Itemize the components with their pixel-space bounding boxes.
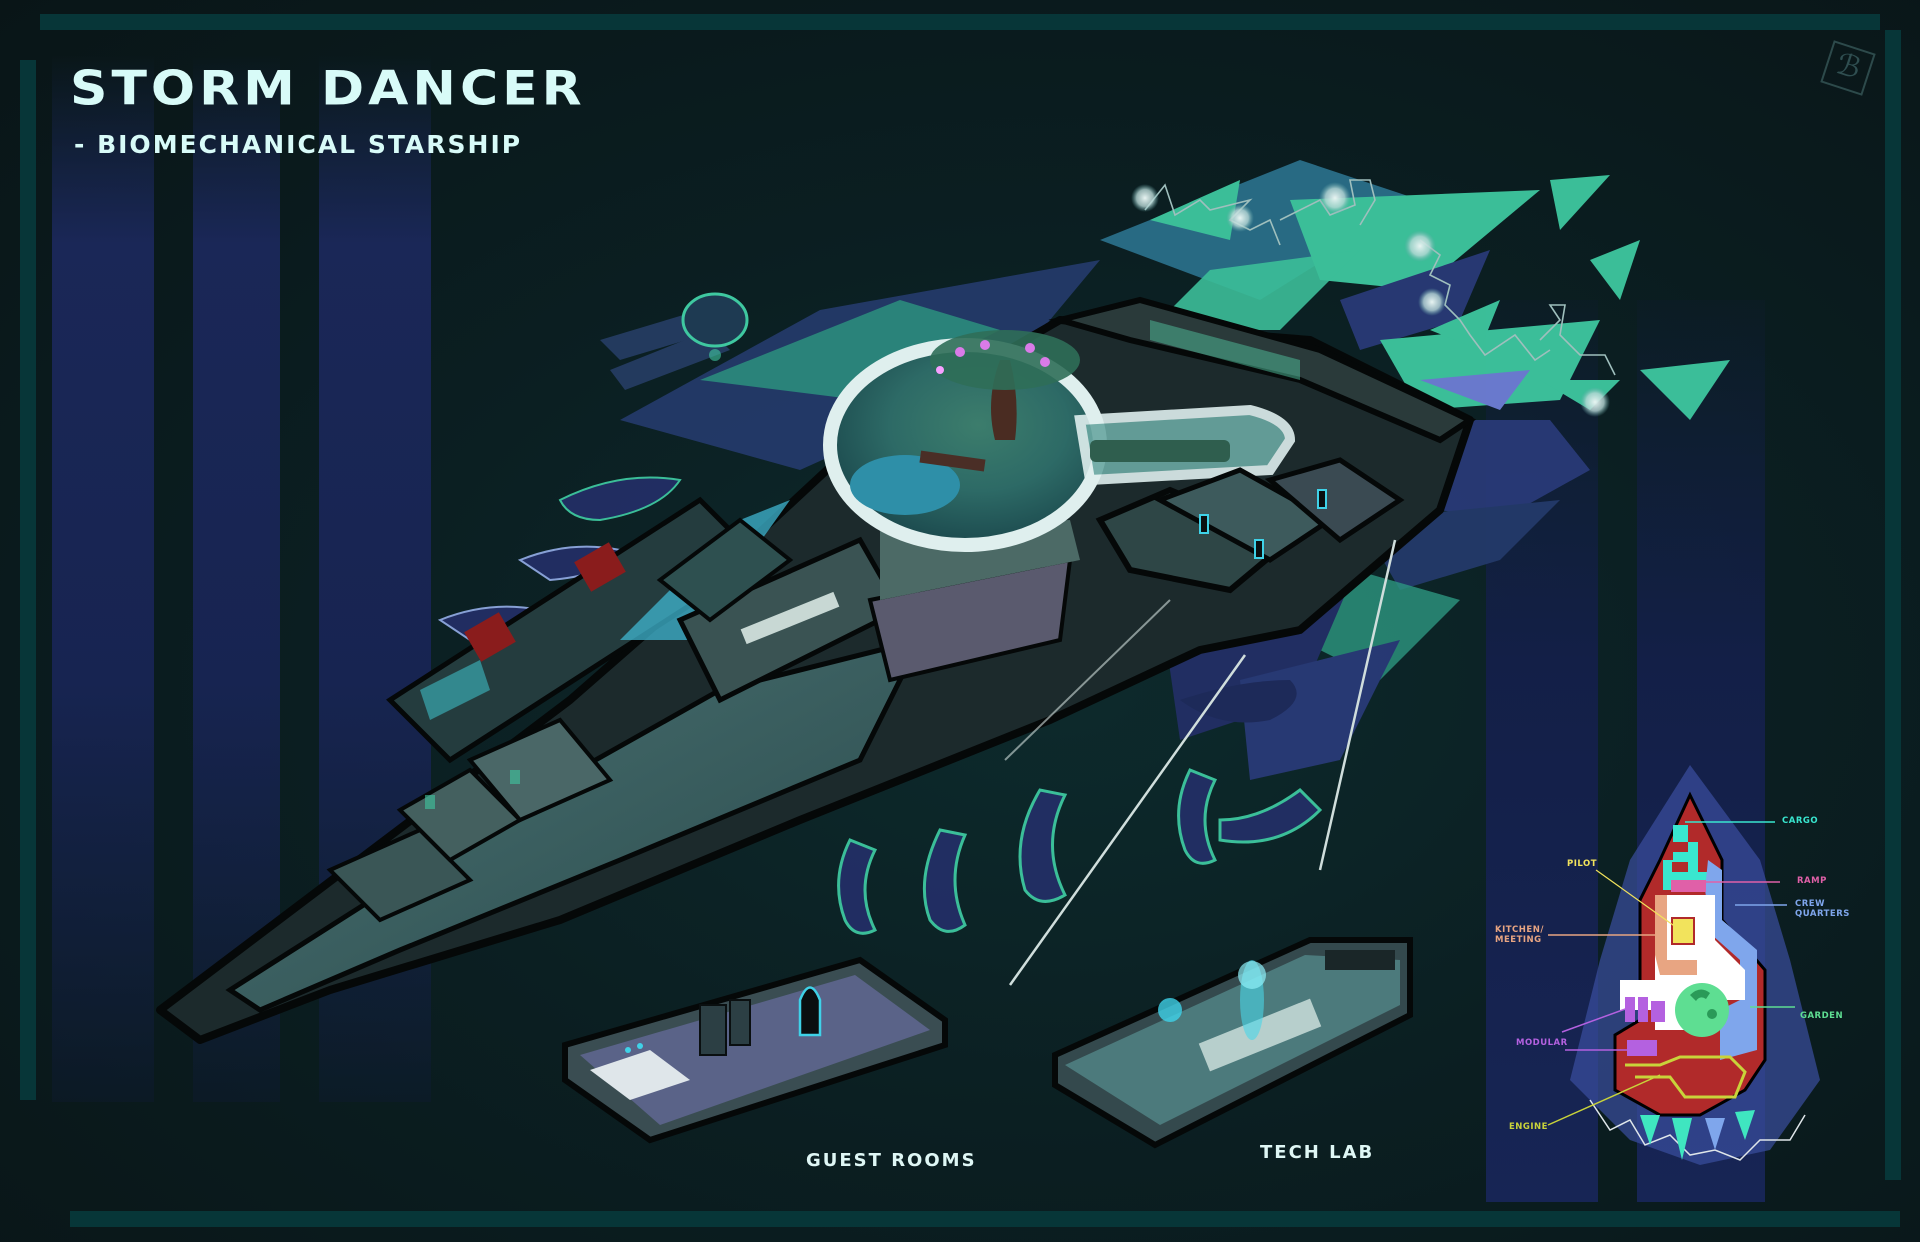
legend-engine: ENGINE — [1509, 1122, 1548, 1132]
legend-crew-quarters: CREW QUARTERS — [1795, 899, 1850, 919]
glowing-orbs — [1131, 182, 1610, 417]
legend-ramp: RAMP — [1797, 876, 1827, 886]
legend-modular: MODULAR — [1516, 1038, 1568, 1048]
legend-cargo: CARGO — [1782, 816, 1819, 826]
pointer-line — [1008, 654, 1247, 986]
floor-plan-diagram — [1547, 765, 1820, 1165]
legend-kitchen-meeting: KITCHEN/ MEETING — [1495, 925, 1544, 945]
floating-pod — [600, 292, 749, 390]
legend-pilot: PILOT — [1567, 859, 1598, 869]
bg-stripe — [52, 55, 154, 1102]
tech-lab-inset — [1052, 937, 1413, 1149]
frame-right — [1885, 30, 1901, 1180]
guest-rooms-inset — [562, 956, 948, 1144]
legend-garden: GARDEN — [1800, 1011, 1844, 1021]
tech-lab-label: TECH LAB — [1260, 1142, 1375, 1163]
pointer-line — [1004, 599, 1171, 761]
page-subtitle: - BIOMECHANICAL STARSHIP — [74, 130, 523, 159]
frame-top — [40, 14, 1880, 30]
frame-left — [20, 60, 36, 1100]
frame-bottom — [70, 1211, 1900, 1227]
guest-rooms-label: GUEST ROOMS — [806, 1150, 977, 1171]
starship-hull — [156, 296, 1477, 1044]
page-title: STORM DANCER — [70, 62, 586, 116]
pointer-line — [1318, 539, 1397, 871]
